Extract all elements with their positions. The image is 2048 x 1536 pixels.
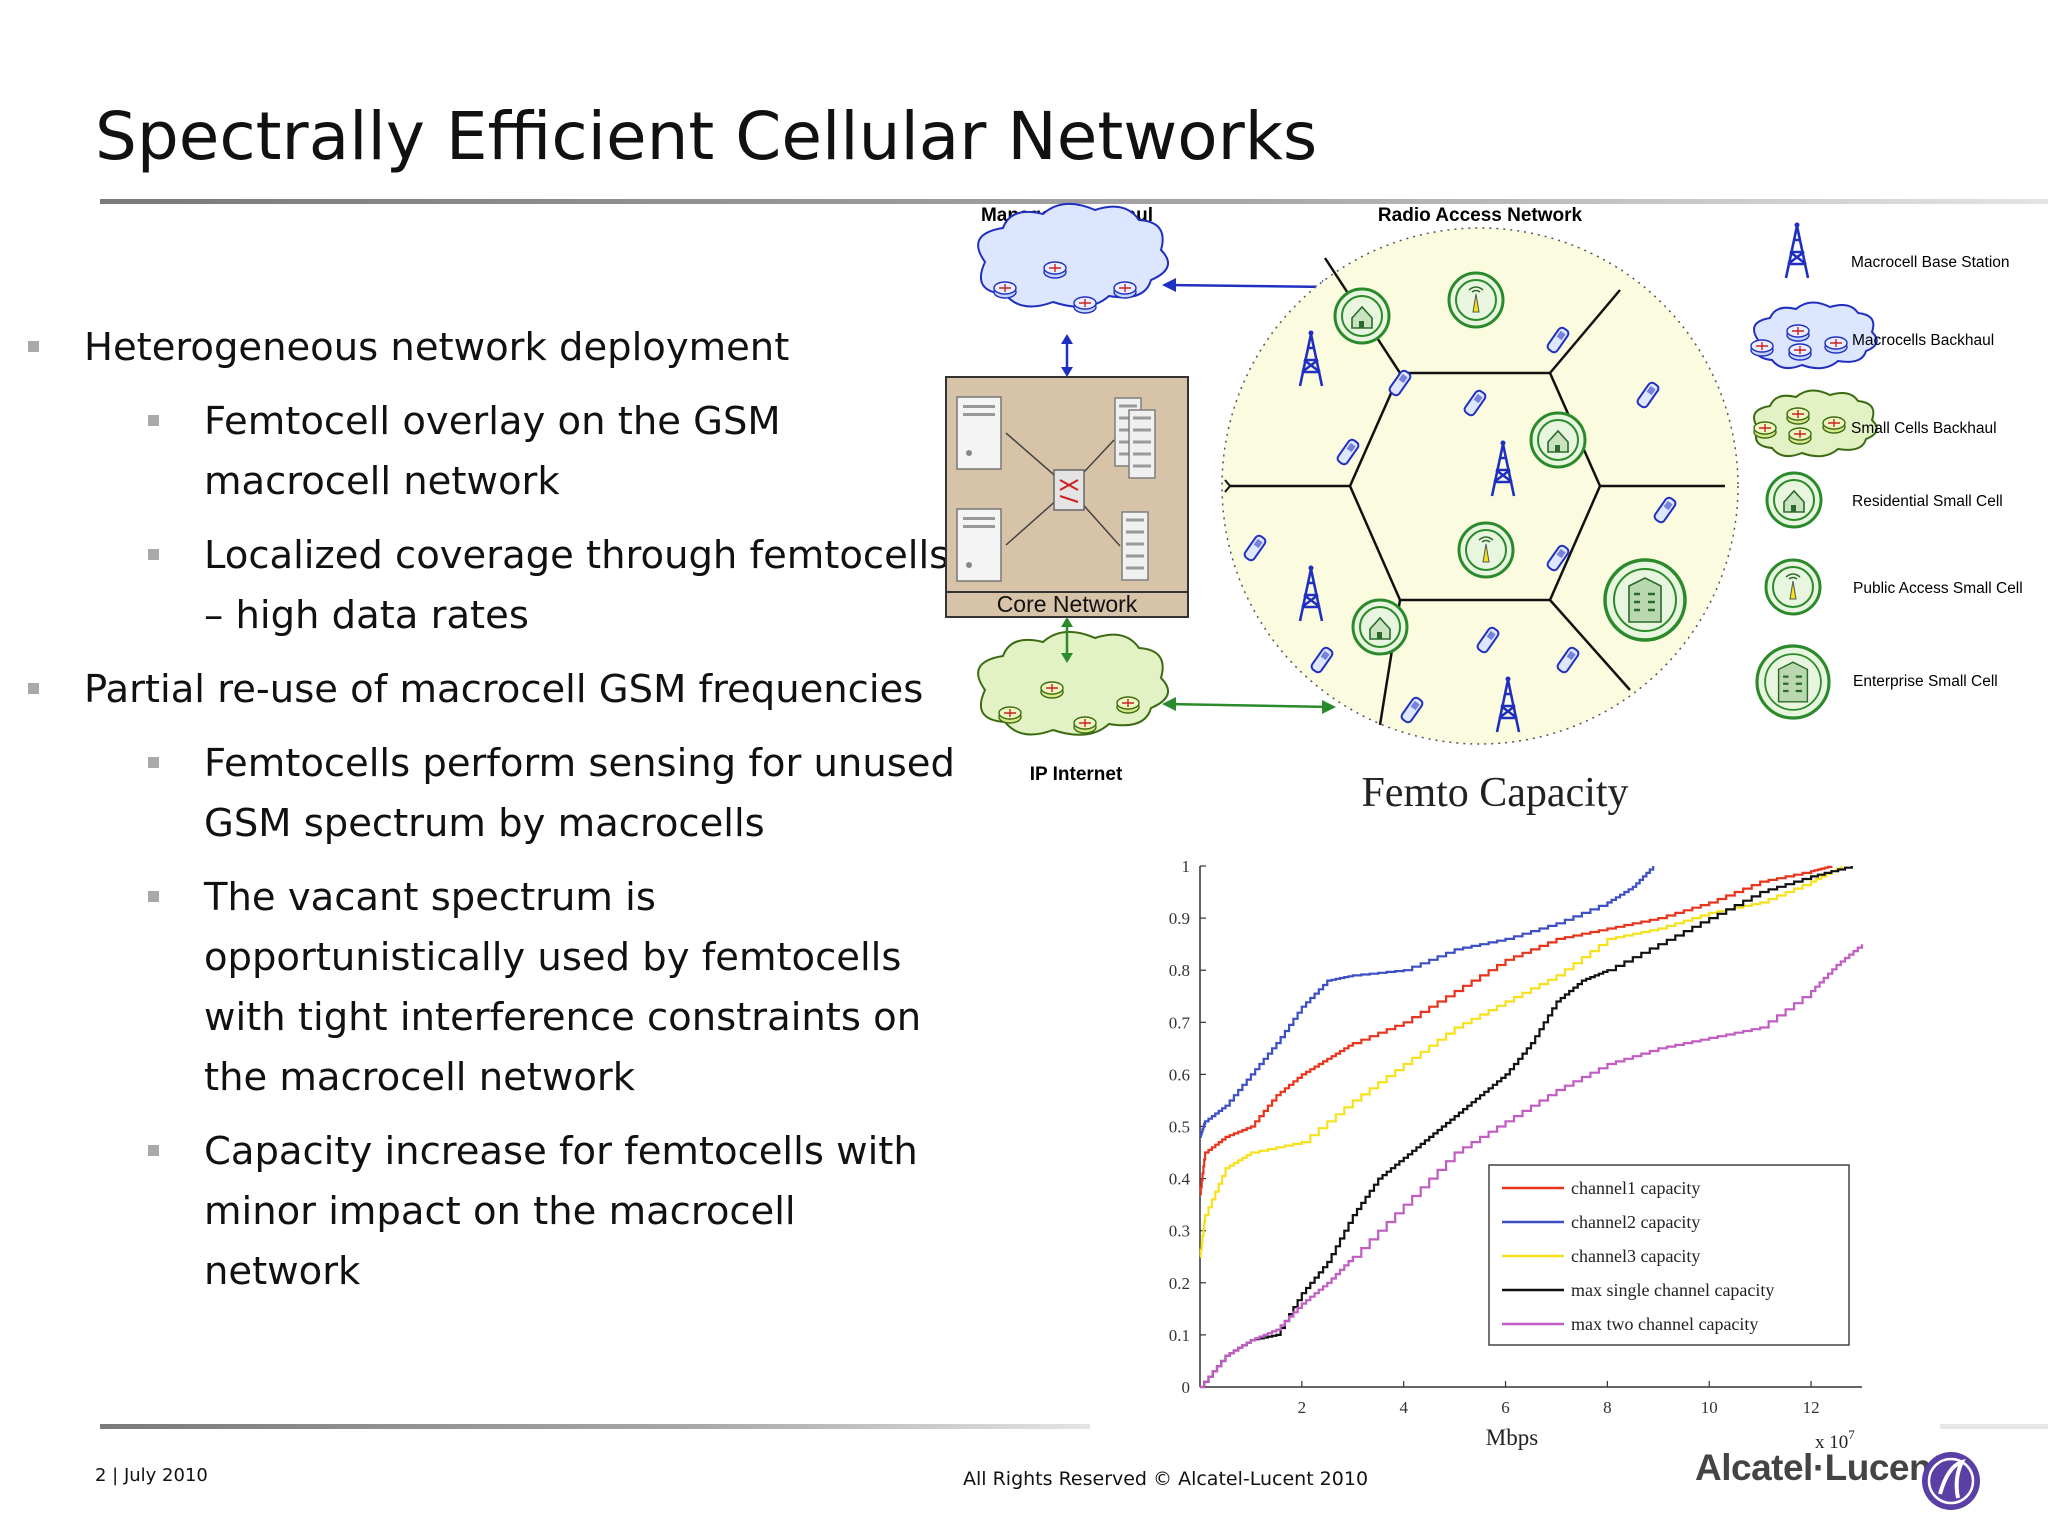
y-tick-label: 0.5 — [1169, 1118, 1190, 1137]
legend-entry: channel3 capacity — [1571, 1246, 1700, 1266]
footer-page-date: 2 | July 2010 — [95, 1465, 208, 1486]
legend-public: Public Access Small Cell — [1853, 580, 2023, 597]
bullet-list: Heterogeneous network deployment Femtoce… — [0, 318, 955, 1316]
y-tick-label: 0.6 — [1169, 1065, 1190, 1084]
bullet-partial-reuse: Partial re-use of macrocell GSM frequenc… — [0, 660, 955, 720]
chart-legend: channel1 capacity channel2 capacity channe… — [1488, 1164, 1850, 1346]
bullet-square-icon — [148, 1145, 159, 1156]
x-axis-label: Mbps — [1486, 1425, 1538, 1450]
y-tick-label: 0.8 — [1169, 961, 1190, 980]
switch-icon — [1053, 469, 1085, 511]
y-tick-label: 0.4 — [1169, 1170, 1191, 1189]
legend-entry: max single channel capacity — [1571, 1280, 1774, 1300]
bullet-femtocell-overlay: Femtocell overlay on the GSM macrocell n… — [0, 392, 955, 512]
footer-copyright: All Rights Reserved © Alcatel-Lucent 201… — [963, 1468, 1369, 1490]
connection-arrows — [1061, 278, 1336, 714]
bullet-square-icon — [148, 415, 159, 426]
bullet-square-icon — [148, 549, 159, 560]
bullet-heterogeneous: Heterogeneous network deployment — [0, 318, 955, 378]
legend-entry: channel2 capacity — [1571, 1212, 1700, 1232]
cloud-icon — [1753, 301, 1878, 370]
core-network-box: Core Network — [945, 376, 1189, 618]
x-tick-label: 10 — [1701, 1398, 1718, 1417]
legend-macro-backhaul: Macrocells Backhaul — [1852, 332, 1994, 349]
x-tick-label: 4 — [1399, 1398, 1408, 1417]
series-line-4 — [1200, 866, 1853, 1389]
y-tick-label: 0 — [1182, 1378, 1191, 1397]
series-line-5 — [1200, 944, 1864, 1389]
alcatel-lucent-logo-icon — [1922, 1452, 1980, 1510]
series-line-2 — [1199, 866, 1655, 1138]
bullet-square-icon — [28, 683, 39, 694]
bullet-square-icon — [148, 891, 159, 902]
ip-internet-label: IP Internet — [1030, 764, 1123, 785]
managed-backhaul-cloud-icon — [977, 203, 1170, 314]
core-network-label: Core Network — [997, 591, 1138, 617]
bullet-vacant-spectrum: The vacant spectrum is opportunistically… — [0, 868, 955, 1108]
chart-title: Femto Capacity — [1361, 770, 1628, 816]
chart-series — [1199, 865, 1864, 1389]
footer-rule — [100, 1424, 1090, 1429]
bullet-square-icon — [28, 341, 39, 352]
y-tick-label: 0.3 — [1169, 1222, 1190, 1241]
footer-rule-right — [1940, 1424, 2048, 1429]
bullet-capacity-increase: Capacity increase for femtocells with mi… — [0, 1122, 955, 1302]
legend-entry: channel1 capacity — [1571, 1178, 1700, 1198]
diagram-legend: Macrocell Base Station Macrocells Backha… — [1750, 221, 2023, 720]
legend-entry: max two channel capacity — [1571, 1314, 1758, 1334]
ip-internet-cloud-icon — [977, 631, 1170, 736]
y-tick-label: 0.1 — [1169, 1326, 1190, 1345]
x-axis-multiplier: x 107 — [1815, 1427, 1855, 1453]
y-tick-label: 1 — [1182, 857, 1191, 876]
legend-enterprise: Enterprise Small Cell — [1853, 673, 1998, 690]
legend-residential: Residential Small Cell — [1852, 493, 2003, 510]
slide-title: Spectrally Efficient Cellular Networks — [95, 98, 1318, 175]
y-tick-label: 0.9 — [1169, 909, 1190, 928]
bullet-sensing: Femtocells perform sensing for unused GS… — [0, 734, 955, 854]
y-tick-label: 0.7 — [1169, 1013, 1191, 1032]
bullet-localized-coverage: Localized coverage through femtocells – … — [0, 526, 955, 646]
legend-macro-bs: Macrocell Base Station — [1851, 254, 2010, 271]
cloud-icon — [1753, 389, 1878, 458]
y-tick-label: 0.2 — [1169, 1274, 1190, 1293]
radio-access-network-label: Radio Access Network — [1378, 205, 1583, 226]
x-tick-label: 12 — [1803, 1398, 1820, 1417]
legend-small-backhaul: Small Cells Backhaul — [1851, 420, 1997, 437]
bullet-square-icon — [148, 757, 159, 768]
title-rule — [100, 199, 2048, 204]
series-line-1 — [1199, 865, 1833, 1196]
x-tick-label: 2 — [1298, 1398, 1307, 1417]
alcatel-lucent-logo-text: Alcatel·Lucent — [1695, 1447, 1943, 1488]
x-tick-label: 6 — [1501, 1398, 1510, 1417]
x-tick-label: 8 — [1603, 1398, 1612, 1417]
radio-access-network-area — [1221, 227, 1739, 745]
